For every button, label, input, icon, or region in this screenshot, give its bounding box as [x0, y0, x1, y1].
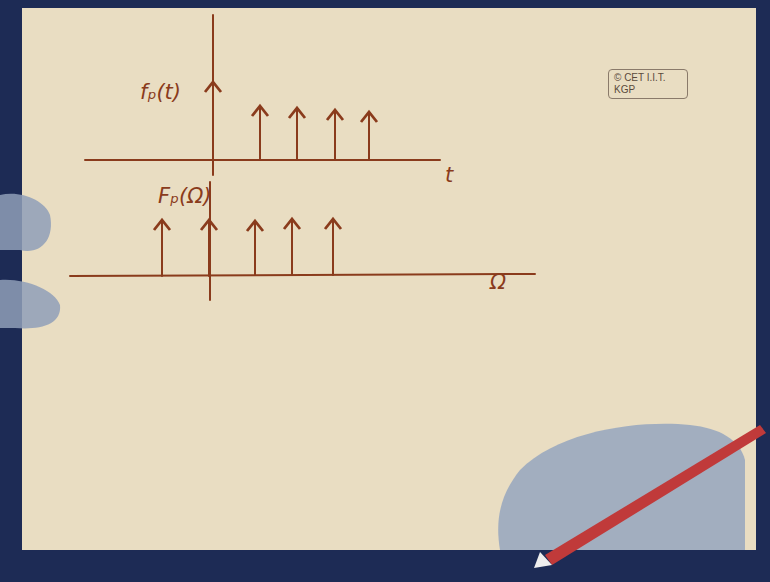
- spectrum-label: Fₚ(Ω): [158, 186, 212, 207]
- axis-label: t: [445, 165, 453, 186]
- copyright-text: © CET I.I.T. KGP: [614, 72, 682, 96]
- signal-label: fₚ(t): [140, 82, 181, 103]
- copyright-box: © CET I.I.T. KGP: [608, 69, 688, 99]
- axis-label: Ω: [490, 272, 506, 293]
